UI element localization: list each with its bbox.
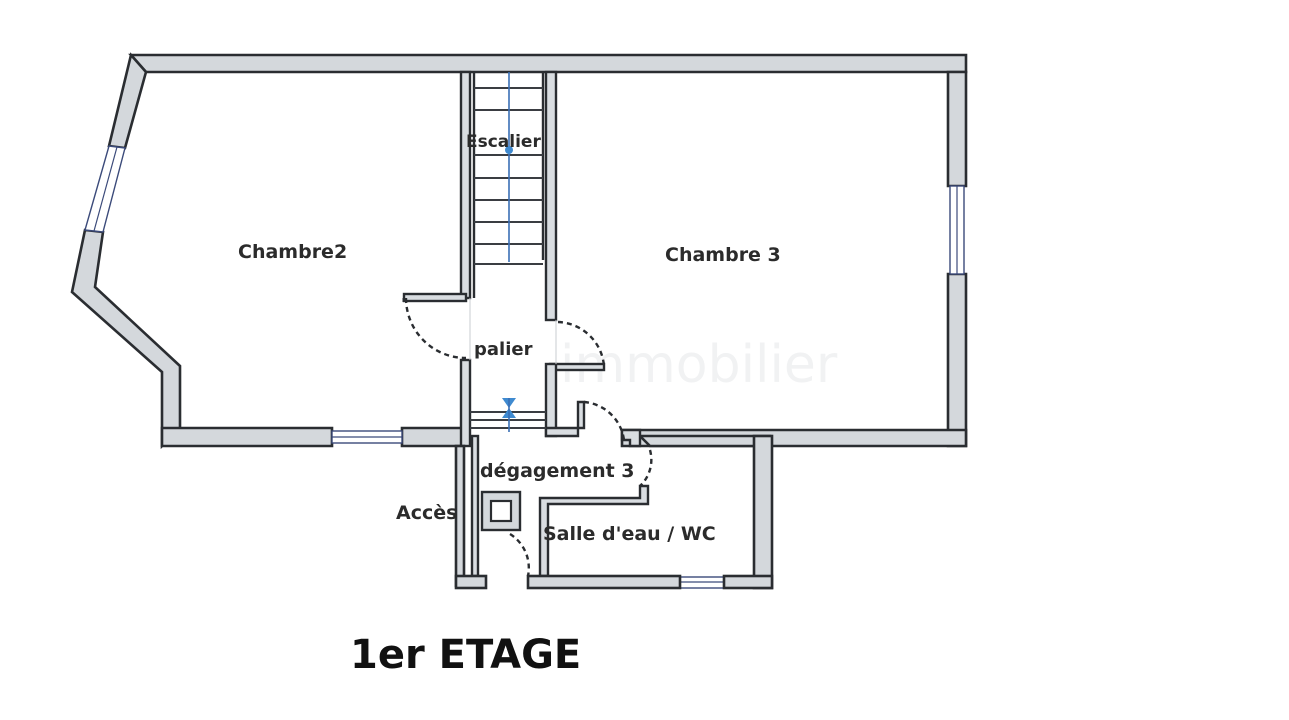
wall-right-upper [946,70,968,188]
wall-left-lower [70,228,182,450]
wall-wc-top [636,434,772,448]
wall-degagement-door-jamb [620,428,642,448]
door-acces-swing [509,532,530,577]
room-label-escalier: Escalier [466,132,541,152]
door-wc-swing [639,449,653,487]
room-label-acces: Accès [396,502,457,524]
door-chambre2-swing [404,297,467,360]
doors [402,297,653,577]
room-label-palier: palier [474,339,533,360]
room-labels: Chambre2 Escalier Chambre 3 palier dégag… [238,132,781,545]
room-label-degagement3: dégagement 3 [480,460,635,482]
wall-stair-chambre3-lower [544,362,558,438]
wall-bottom-chambre2-left [160,426,334,448]
wall-stair-chambre3-upper [544,70,558,322]
wall-wc-bottom-left [526,574,682,590]
wall-hallway-bottom-left [454,574,488,590]
wall-top [128,53,968,74]
wall-left-upper [107,52,148,150]
duct-shaft [480,490,522,532]
room-label-chambre2: Chambre2 [238,241,347,263]
wall-degagement-pier [544,400,586,438]
watermark-text: immobilier [560,335,838,395]
duct-inner [489,499,513,523]
interior-walls [402,70,774,590]
floor-title: 1er ETAGE [350,632,581,678]
wall-hallway-left-inner [470,434,480,578]
room-label-salle-eau-wc: Salle d'eau / WC [543,523,716,545]
window-pane-line [93,146,118,232]
wall-chambre2-door-stub [402,292,468,303]
wall-bottom-chambre2-right [400,426,464,448]
windows [84,145,965,589]
wall-chambre2-stair-lower [459,358,472,448]
wall-wc-bottom-right [722,574,774,590]
wall-chambre2-stair-upper [459,70,472,300]
door-degagement-swing [583,400,626,441]
wall-right-lower [946,272,968,448]
stair-arrow-icon [505,146,513,154]
staircase [470,72,546,432]
wall-wc-right [752,434,774,590]
room-label-chambre3: Chambre 3 [665,244,781,266]
wall-chambre3-door-stub [548,362,606,372]
